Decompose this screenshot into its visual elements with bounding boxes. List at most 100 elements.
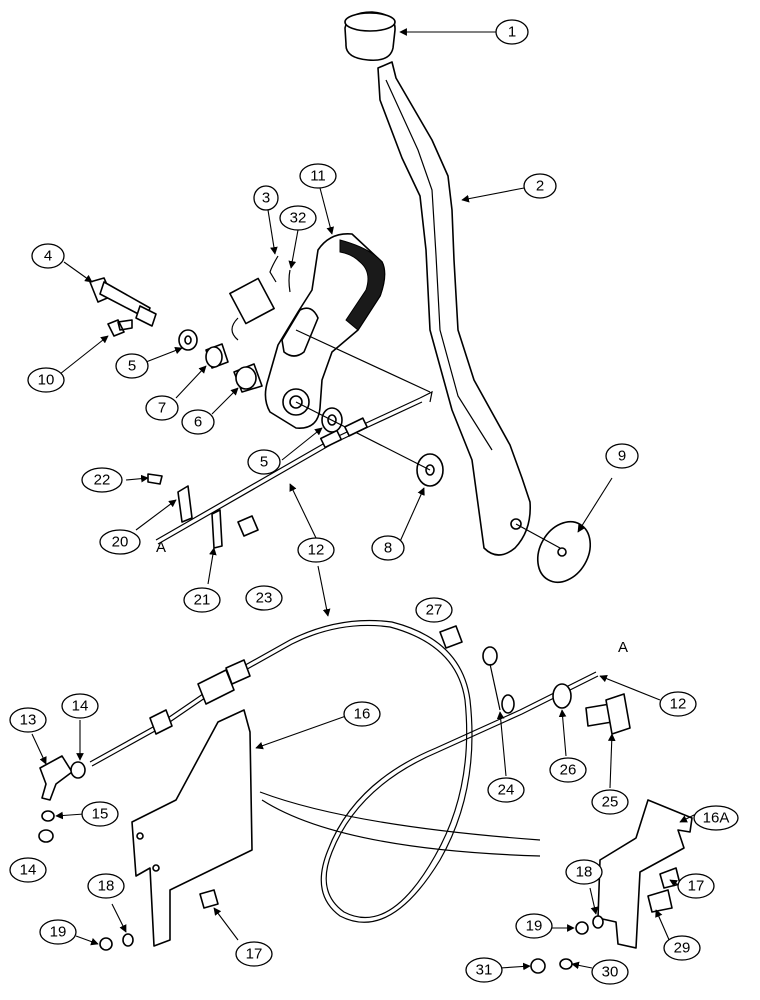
nut-part [70,761,86,779]
clamp-part [177,485,193,523]
callout: 18 [565,859,603,885]
screw-part [199,889,219,909]
large-washer-part [536,521,592,583]
nut-part [575,921,589,935]
callout: 29 [663,935,701,961]
svg-text:3: 3 [262,190,270,207]
plate-part [211,509,223,549]
nut-part [99,937,113,951]
washer-part [559,958,573,970]
lockwasher-part [41,810,55,822]
svg-text:5: 5 [260,454,268,471]
callout: 13 [9,707,47,733]
svg-text:25: 25 [602,794,619,811]
washer-part [552,683,572,709]
callout: 3 [253,185,279,211]
svg-text:21: 21 [194,592,211,609]
callout: 22 [81,467,123,493]
cable-part [89,619,599,923]
callout: 26 [549,757,587,783]
callout: 17 [677,873,715,899]
svg-text:26: 26 [560,762,577,779]
eye-bolt-part [482,646,515,714]
svg-text:15: 15 [92,806,109,823]
bolt-part [89,277,157,327]
callout: 6 [181,409,215,435]
svg-text:18: 18 [576,864,593,881]
svg-text:27: 27 [426,602,443,619]
svg-text:30: 30 [602,964,619,981]
callout: 19 [39,919,77,945]
svg-text:16: 16 [354,706,371,723]
callout: 25 [591,789,629,815]
section-letter: A [156,539,166,556]
callout: 24 [487,777,525,803]
callout: 21 [183,587,221,613]
svg-text:7: 7 [158,400,166,417]
pin-part [288,269,291,293]
svg-text:13: 13 [20,712,37,729]
callout: 23 [245,585,283,611]
svg-text:18: 18 [98,878,115,895]
svg-text:31: 31 [476,962,493,979]
svg-text:14: 14 [72,698,89,715]
svg-text:24: 24 [498,782,515,799]
svg-text:5: 5 [128,358,136,375]
svg-text:12: 12 [308,542,325,559]
svg-text:14: 14 [20,862,37,879]
svg-text:1: 1 [508,24,516,41]
svg-text:17: 17 [688,878,705,895]
screw-part [659,867,681,889]
svg-text:32: 32 [290,210,307,227]
callout: 17 [235,941,273,967]
ball-joint-part [39,755,73,801]
lever-part [377,61,532,556]
callout: 1 [495,19,529,45]
callout: 2 [523,173,557,199]
nut-clip-part [237,515,259,537]
svg-text:19: 19 [526,918,543,935]
nut-part [38,829,54,843]
cable-part [155,390,433,545]
svg-text:20: 20 [112,534,129,551]
svg-text:8: 8 [384,540,392,557]
nut-part [530,958,546,974]
callout: 32 [279,205,317,231]
bushing-part [233,363,263,393]
bracket-part [597,799,693,949]
callout: 18 [87,873,125,899]
washer-part [122,933,134,947]
spacer-part [205,343,229,369]
svg-text:17: 17 [246,946,263,963]
screw-part [647,889,673,913]
screw-part [147,473,163,485]
callout: 30 [591,959,629,985]
callout: 7 [145,395,179,421]
washer-part [592,915,604,929]
bracket-part [131,709,253,947]
callout: 12 [297,537,335,563]
svg-text:9: 9 [618,448,626,465]
callout: 11 [299,163,337,189]
screw-part [107,319,133,337]
svg-text:10: 10 [38,372,55,389]
svg-text:12: 12 [670,696,687,713]
callout: 16 [343,701,381,727]
callout: 14 [9,857,47,883]
callout: 15 [81,801,119,827]
callout: 4 [31,243,65,269]
svg-text:4: 4 [44,248,52,265]
svg-text:6: 6 [194,414,202,431]
callout: 27 [415,597,453,623]
callout: 5 [247,449,281,475]
spring-part [229,255,279,341]
section-letter: A [618,639,628,656]
callout: 31 [465,957,503,983]
callout: 12 [659,691,697,717]
svg-text:19: 19 [50,924,67,941]
svg-text:11: 11 [310,168,326,185]
svg-text:23: 23 [256,590,273,607]
callout: 16A [693,805,739,831]
svg-text:2: 2 [536,178,544,195]
